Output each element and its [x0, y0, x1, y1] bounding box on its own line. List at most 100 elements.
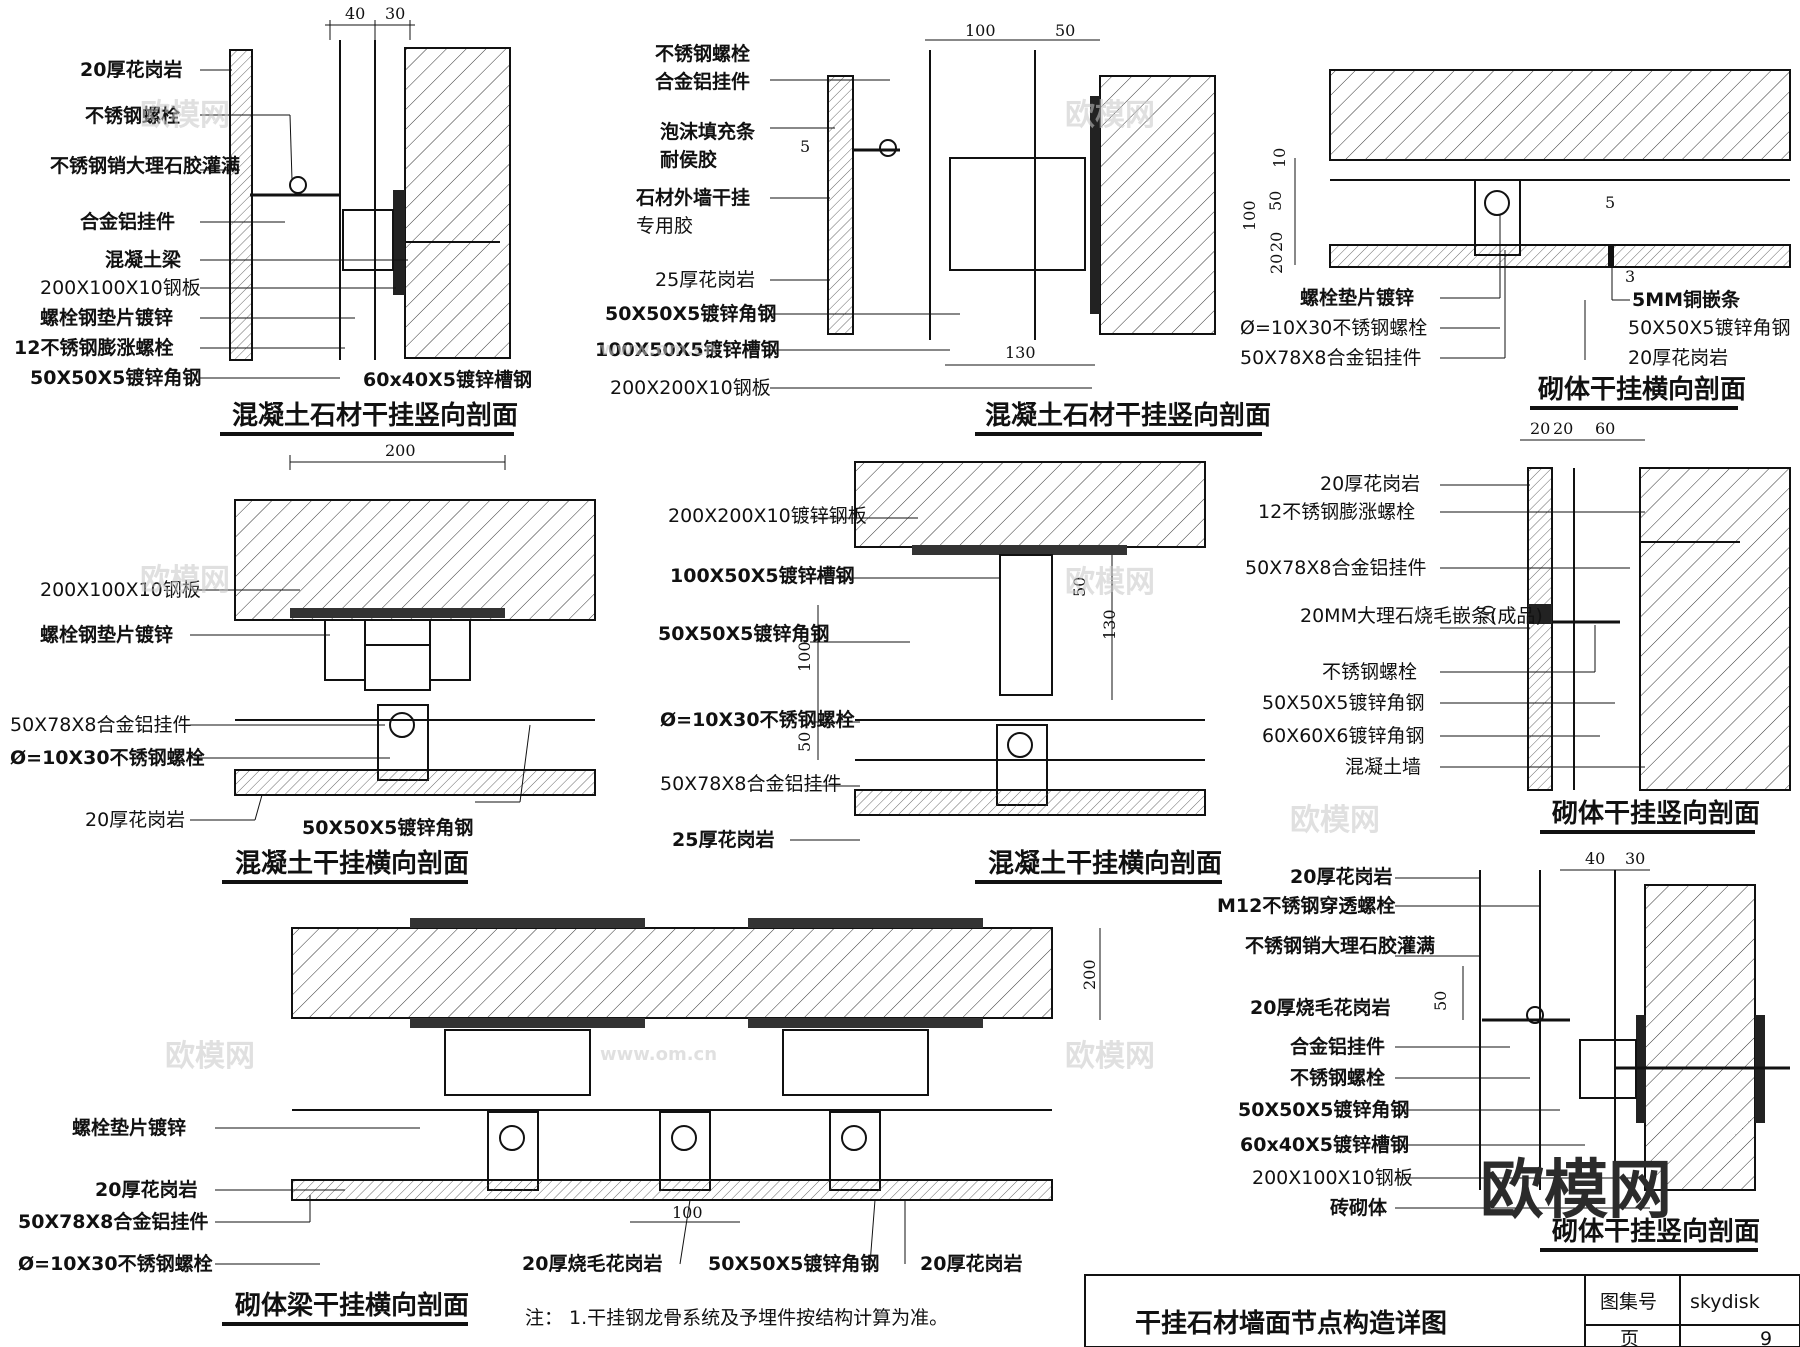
set-no-value: skydisk: [1690, 1291, 1760, 1313]
channel-steel: [342, 209, 394, 271]
concrete-wall: [1639, 467, 1791, 791]
label-d2-1: 合金铝挂件: [655, 70, 750, 93]
label-d5-1: 100X50X5镀锌槽钢: [670, 564, 855, 587]
steel-plate: [1090, 96, 1100, 314]
label-d1-9: 60x40X5镀锌槽钢: [363, 368, 532, 391]
title-d3: 砌体干挂横向剖面: [1538, 374, 1746, 405]
label-d4-5: 50X50X5镀锌角钢: [302, 816, 473, 839]
label-d5-5: 25厚花岗岩: [672, 828, 774, 851]
dim-d5-2: 100: [795, 641, 814, 672]
label-d6-1: 12不锈钢膨涨螺栓: [1258, 501, 1415, 523]
label-d7-6: 20厚花岗岩: [920, 1252, 1022, 1275]
steel-plate-right: [748, 918, 983, 928]
granite-slab: [234, 769, 596, 796]
label-d7-3: Ø=10X30不锈钢螺栓: [18, 1252, 213, 1275]
label-d6-6: 60X60X6镀锌角钢: [1262, 725, 1424, 747]
label-d2-3: 耐侯胶: [660, 148, 717, 171]
label-d5-3: Ø=10X30不锈钢螺栓: [660, 708, 855, 731]
channel-right: [782, 1029, 929, 1096]
label-d7-5: 50X50X5镀锌角钢: [708, 1252, 879, 1275]
steel-plate-bottom-right: [748, 1018, 983, 1028]
channel-steel: [1579, 1039, 1637, 1099]
granite-slab: [291, 1179, 1053, 1201]
label-d8-9: 砖砌体: [1330, 1196, 1388, 1219]
label-d3-4: 50X50X5镀锌角钢: [1628, 317, 1790, 339]
bolt-3: [841, 1125, 867, 1151]
steel-plate: [290, 608, 505, 618]
label-d8-1: M12不锈钢穿透螺栓: [1217, 894, 1395, 917]
label-d4-2: 50X78X8合金铝挂件: [10, 714, 191, 736]
dim-d8-2: 50: [1431, 991, 1450, 1011]
concrete-beam: [234, 499, 596, 621]
dim-d7-1: 100: [672, 1203, 703, 1222]
detail-8: 40 30 50 20厚花岗岩 M12不锈钢穿透螺栓 不锈钢销大理石胶灌满 20…: [1217, 849, 1790, 1252]
copper-strip: [1608, 245, 1614, 267]
dim-d5-0: 50: [1070, 577, 1089, 597]
drawing-note: 注： 1.干挂钢龙骨系统及予埋件按结构计算为准。: [525, 1307, 948, 1329]
label-d3-5: 20厚花岗岩: [1628, 347, 1728, 369]
watermark-2: 欧模网: [1065, 98, 1155, 133]
brick-beam: [291, 927, 1053, 1019]
label-d2-4: 石材外墙干挂: [635, 186, 750, 209]
label-d8-6: 50X50X5镀锌角钢: [1238, 1098, 1409, 1121]
watermarks: 欧模网 欧模网 欧模网 欧模网 欧模网 欧模网 欧模网 www.om.cn ww…: [140, 98, 1380, 1074]
hanger-1: [487, 1111, 539, 1191]
title-d4: 混凝土干挂横向剖面: [235, 848, 469, 879]
label-d2-5: 专用胶: [636, 215, 693, 237]
watermark-logo: 欧模网: [1480, 1154, 1672, 1228]
brick-wall: [1644, 884, 1756, 1191]
dim-d1-0: 40: [345, 4, 365, 23]
detail-1: 40 30 20厚花岗岩 不锈钢螺栓 不锈钢销大理石胶灌满 合金铝挂件 混凝土梁…: [14, 4, 532, 436]
label-d8-3: 20厚烧毛花岗岩: [1250, 996, 1390, 1019]
label-d3-0: 螺栓垫片镀锌: [1300, 286, 1414, 309]
detail-5: 50 130 100 50 200X200X10镀锌钢板 100X50X5镀锌槽…: [658, 461, 1222, 884]
granite-slab: [827, 75, 854, 335]
label-d7-1: 20厚花岗岩: [95, 1178, 197, 1201]
title-d2: 混凝土石材干挂竖向剖面: [985, 400, 1271, 431]
title-d8: 砌体干挂竖向剖面: [1552, 1216, 1760, 1247]
dim-d3-0: 10: [1270, 148, 1289, 168]
granite-slab: [854, 789, 1206, 816]
dim-d3-5: 5: [1605, 193, 1615, 212]
title-block: 干挂石材墙面节点构造详图 图集号 skydisk 页 9: [1084, 1274, 1800, 1347]
channel-steel: [999, 554, 1053, 696]
dim-d6-2: 60: [1595, 419, 1615, 438]
label-d8-4: 合金铝挂件: [1290, 1035, 1385, 1058]
label-d2-9: 200X200X10钢板: [610, 377, 771, 399]
steel-plate-bottom-left: [410, 1018, 645, 1028]
concrete-wall: [854, 461, 1206, 548]
label-d5-0: 200X200X10镀锌钢板: [668, 505, 867, 527]
detail-7: 200 100 螺栓垫片镀锌 20厚花岗岩 50X78X8合金铝挂件 Ø=10X…: [18, 918, 1101, 1326]
channel-steel: [949, 157, 1086, 271]
label-d7-0: 螺栓垫片镀锌: [72, 1116, 186, 1139]
bolt: [289, 176, 307, 194]
concrete-beam: [1329, 69, 1791, 161]
label-d8-8: 200X100X10钢板: [1252, 1167, 1413, 1189]
label-d8-0: 20厚花岗岩: [1290, 865, 1392, 888]
label-d3-2: 50X78X8合金铝挂件: [1240, 347, 1421, 369]
concrete-beam: [404, 47, 511, 359]
set-no-label: 图集号: [1600, 1291, 1657, 1313]
label-d3-1: Ø=10X30不锈钢螺栓: [1240, 317, 1427, 339]
dim-d3-2: 100: [1240, 200, 1259, 231]
aluminium-hanger: [377, 704, 429, 781]
label-d4-1: 螺栓钢垫片镀锌: [40, 623, 173, 646]
angle-left: [324, 619, 366, 681]
detail-2: 100 50 5 130 不锈钢螺栓 合金铝挂件 泡沫填充条 耐侯胶 石材外墙干…: [595, 21, 1271, 436]
dim-d6-0: 20: [1530, 419, 1550, 438]
bolt: [1526, 1006, 1544, 1024]
label-d2-7: 50X50X5镀锌角钢: [605, 302, 776, 325]
label-d4-4: 20厚花岗岩: [85, 809, 185, 831]
label-d3-3: 5MM铜嵌条: [1632, 288, 1741, 311]
label-d6-7: 混凝土墙: [1345, 756, 1421, 778]
dim-d5-3: 50: [795, 732, 814, 752]
watermark-7: 欧模网: [1065, 1039, 1155, 1074]
title-d7: 砌体梁干挂横向剖面: [235, 1290, 469, 1321]
steel-plate: [393, 190, 405, 295]
label-d6-2: 50X78X8合金铝挂件: [1245, 557, 1426, 579]
angle-right: [429, 619, 471, 681]
label-d1-7: 12不锈钢膨涨螺栓: [14, 336, 173, 359]
label-d1-5: 200X100X10钢板: [40, 277, 201, 299]
title-d6: 砌体干挂竖向剖面: [1552, 798, 1760, 829]
